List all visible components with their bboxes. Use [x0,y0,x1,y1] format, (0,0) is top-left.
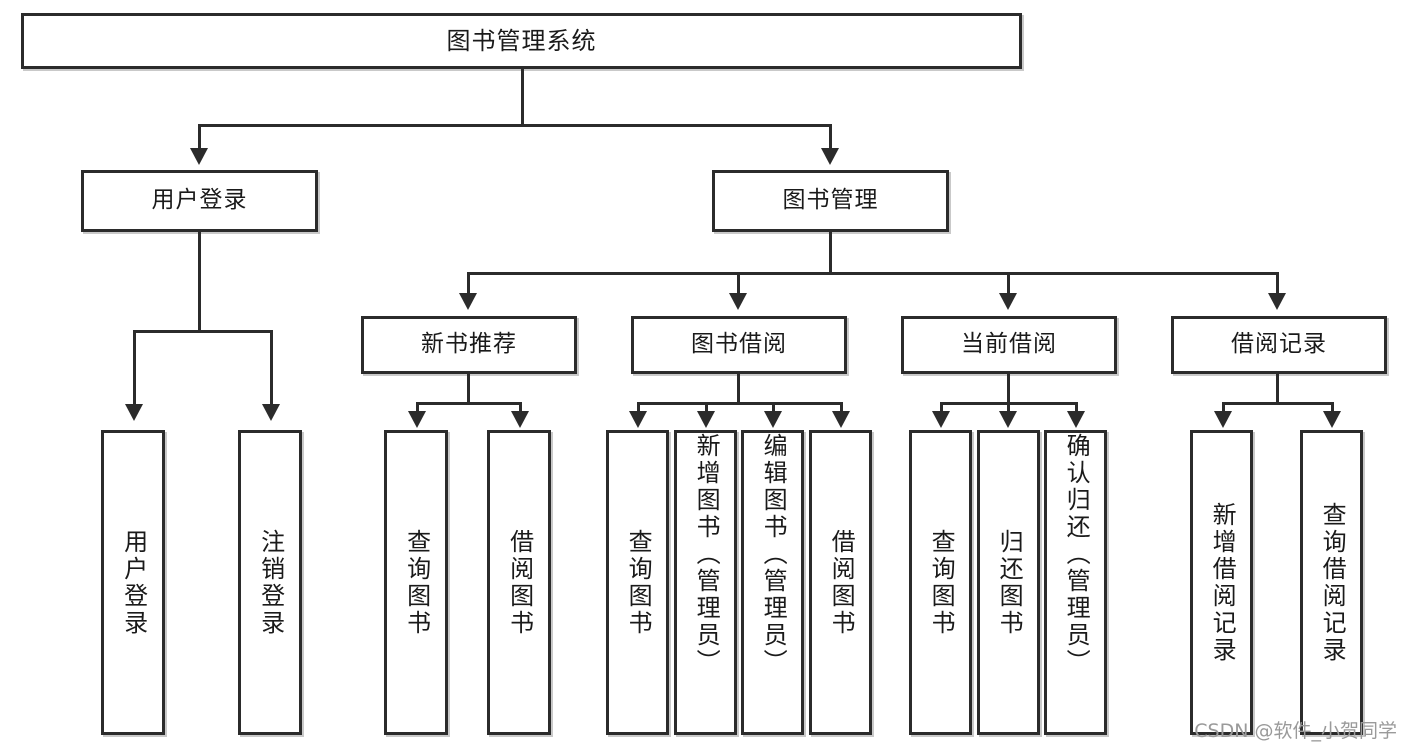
node-book-management[interactable]: 图书管理 [712,170,949,232]
node-label: 图书管理系统 [446,26,597,55]
arrowhead-to-book-borrow [729,293,747,310]
leaf-label: 新增借阅记录 [1208,501,1237,664]
leaf-label: 用户登录 [119,528,148,637]
arrowhead-current-borrow-leaf-2 [999,411,1017,428]
connector-root-stem [521,69,524,124]
connector-book-borrow-drop-4 [840,402,843,412]
leaf-new-book-borrow[interactable]: 借阅图书 [487,430,551,735]
leaf-label: 确认归还（管理员） [1062,433,1091,676]
connector-book-manage-bus [467,272,1279,275]
connector-user-login-drop-2 [270,330,273,405]
leaf-add-borrow-record[interactable]: 新增借阅记录 [1190,430,1253,735]
connector-borrow-record-drop-2 [1331,402,1334,412]
leaf-confirm-return-admin[interactable]: 确认归还（管理员） [1044,430,1107,735]
connector-book-borrow-drop-1 [637,402,640,412]
connector-book-manage-drop-2 [737,272,740,294]
connector-root-drop-1 [198,124,201,149]
leaf-label: 查询借阅记录 [1318,501,1347,664]
arrowhead-borrow-record-leaf-1 [1214,411,1232,428]
arrowhead-book-borrow-leaf-4 [832,411,850,428]
connector-book-borrow-bus [637,402,841,405]
arrowhead-to-new-book [459,293,477,310]
arrowhead-book-borrow-leaf-3 [764,411,782,428]
node-label: 新书推荐 [421,331,517,358]
node-user-login[interactable]: 用户登录 [81,170,318,232]
connector-current-borrow-stem [1007,374,1010,404]
leaf-book-edit-admin[interactable]: 编辑图书（管理员） [741,430,804,735]
arrowhead-to-leaf-logout [262,404,280,421]
connector-new-book-bus [416,402,521,405]
arrowhead-new-book-leaf-1 [408,411,426,428]
arrowhead-new-book-leaf-2 [511,411,529,428]
arrowhead-root-to-book-manage [821,148,839,165]
watermark-text: CSDN @软件_小贺同学 [1194,720,1397,742]
connector-borrow-record-stem [1276,374,1279,404]
connector-user-login-stem [198,232,201,332]
connector-book-manage-drop-1 [467,272,470,294]
leaf-label: 注销登录 [256,528,285,637]
connector-root-drop-2 [829,124,832,149]
leaf-label: 查询图书 [402,528,431,637]
arrowhead-to-current-borrow [999,293,1017,310]
arrowhead-current-borrow-leaf-3 [1067,411,1085,428]
connector-user-login-drop-1 [133,330,136,405]
arrowhead-to-leaf-user-login [125,404,143,421]
node-label: 图书借阅 [691,331,787,358]
connector-book-borrow-stem [737,374,740,404]
connector-borrow-record-drop-1 [1222,402,1225,412]
leaf-book-borrow-query[interactable]: 查询图书 [606,430,669,735]
connector-book-manage-drop-4 [1276,272,1279,294]
arrowhead-borrow-record-leaf-2 [1323,411,1341,428]
leaf-label: 借阅图书 [827,528,856,637]
connector-book-manage-drop-3 [1007,272,1010,294]
node-current-borrow[interactable]: 当前借阅 [901,316,1117,374]
arrowhead-current-borrow-leaf-1 [932,411,950,428]
node-label: 当前借阅 [961,331,1057,358]
arrowhead-book-borrow-leaf-1 [629,411,647,428]
leaf-label: 查询图书 [927,528,956,637]
leaf-book-add-admin[interactable]: 新增图书（管理员） [674,430,737,735]
leaf-label: 归还图书 [995,528,1024,637]
connector-book-manage-stem [829,232,832,274]
arrowhead-root-to-user-login [190,148,208,165]
connector-new-book-stem [467,374,470,404]
arrowhead-book-borrow-leaf-2 [697,411,715,428]
leaf-user-login[interactable]: 用户登录 [101,430,165,735]
leaf-new-book-query[interactable]: 查询图书 [384,430,448,735]
connector-root-bus [198,124,832,127]
node-borrow-record[interactable]: 借阅记录 [1171,316,1387,374]
leaf-label: 借阅图书 [505,528,534,637]
leaf-query-borrow-record[interactable]: 查询借阅记录 [1300,430,1363,735]
node-new-book-recommend[interactable]: 新书推荐 [361,316,577,374]
connector-borrow-record-bus [1222,402,1334,405]
leaf-return-book[interactable]: 归还图书 [977,430,1040,735]
arrowhead-to-borrow-record [1268,293,1286,310]
connector-current-borrow-drop-1 [940,402,943,412]
connector-current-borrow-drop-2 [1007,402,1010,412]
leaf-logout[interactable]: 注销登录 [238,430,302,735]
leaf-label: 新增图书（管理员） [692,433,721,676]
connector-new-book-drop-1 [416,402,419,412]
connector-current-borrow-drop-3 [1075,402,1078,412]
connector-user-login-bus [133,330,273,333]
leaf-book-borrow-action[interactable]: 借阅图书 [809,430,872,735]
connector-book-borrow-drop-3 [772,402,775,412]
leaf-current-query[interactable]: 查询图书 [909,430,972,735]
node-root-library-system[interactable]: 图书管理系统 [21,13,1022,69]
node-label: 图书管理 [782,187,879,214]
leaf-label: 查询图书 [624,528,653,637]
node-label: 借阅记录 [1231,331,1327,358]
connector-new-book-drop-2 [519,402,522,412]
node-label: 用户登录 [151,187,248,214]
leaf-label: 编辑图书（管理员） [759,433,788,676]
connector-book-borrow-drop-2 [705,402,708,412]
node-book-borrow[interactable]: 图书借阅 [631,316,847,374]
